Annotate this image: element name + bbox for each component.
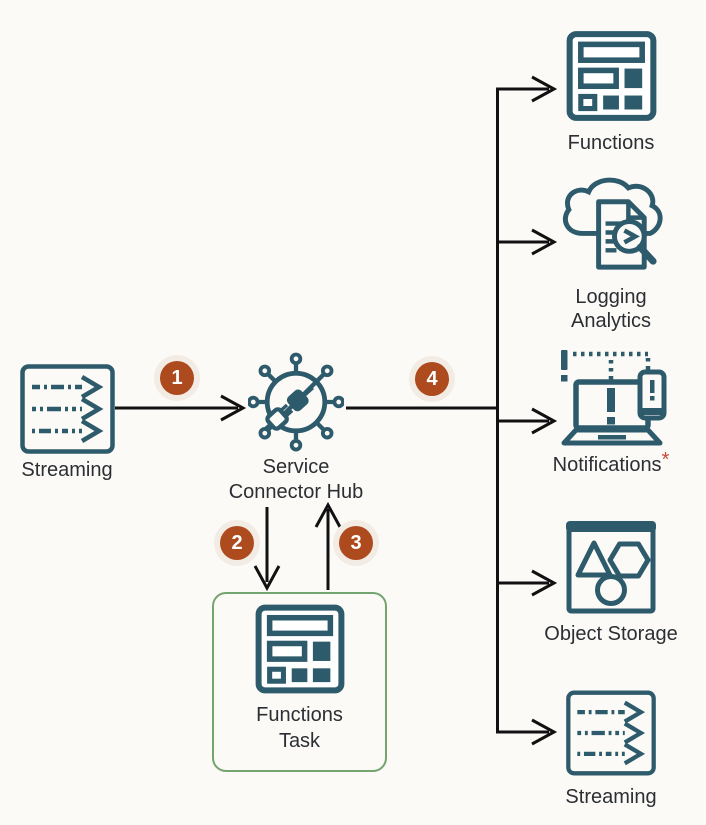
hub-label-line2: Connector Hub [228, 481, 364, 503]
logging-analytics-label: Logging Analytics [571, 285, 651, 333]
functions-label: Functions [567, 132, 655, 154]
logging-analytics-label-line1: Logging [575, 286, 647, 308]
step-badge-3: 3 [339, 526, 373, 560]
notifications-icon [551, 348, 671, 448]
hub-label-line1: Service [262, 456, 330, 478]
functions-task-label-line1: Functions [256, 704, 343, 726]
node-functions: Functions [541, 28, 681, 155]
node-notifications: Notifications* [546, 348, 676, 477]
object-storage-icon [564, 518, 658, 614]
node-streaming-target: Streaming [545, 686, 677, 809]
streaming-icon [565, 686, 657, 780]
functions-task-label-line2: Task [278, 730, 321, 752]
object-storage-label: Object Storage [544, 623, 678, 645]
functions-icon [565, 28, 658, 124]
service-connector-hub-icon [247, 352, 345, 453]
node-service-connector-hub: Service Connector Hub [211, 352, 381, 505]
logging-analytics-label-line2: Analytics [570, 310, 652, 332]
functions-task-icon [254, 603, 346, 695]
streaming-source-label: Streaming [21, 459, 113, 481]
logging-analytics-icon [553, 172, 670, 285]
streaming-icon [19, 363, 116, 455]
functions-task-label: Functions Task [256, 702, 343, 754]
node-object-storage: Object Storage [531, 518, 691, 646]
step-badge-4: 4 [415, 362, 449, 396]
notifications-label: Notifications* [552, 449, 670, 477]
notifications-label-text: Notifications [552, 454, 662, 476]
notifications-asterisk: * [661, 449, 670, 471]
hub-label: Service Connector Hub [229, 455, 364, 505]
node-streaming-source: Streaming [6, 363, 128, 482]
step-badge-1: 1 [160, 361, 194, 395]
step-badge-2: 2 [220, 526, 254, 560]
node-functions-task: Functions Task [212, 592, 387, 772]
streaming-target-label: Streaming [565, 786, 657, 808]
node-logging-analytics: Logging Analytics [541, 172, 681, 333]
